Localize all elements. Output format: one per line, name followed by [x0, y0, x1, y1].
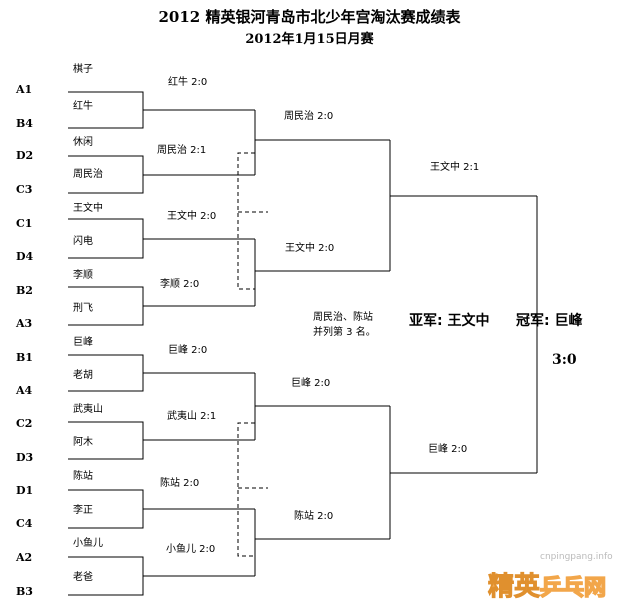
r2-bracket-3 — [254, 373, 390, 440]
player-name: 老爸 — [73, 572, 93, 583]
round1-result: 小鱼儿 2:0 — [166, 544, 216, 555]
champion: 冠军: 巨峰 — [516, 313, 583, 329]
player-name: 小鱼儿 — [73, 538, 103, 549]
round1-result: 红牛 2:0 — [168, 77, 208, 88]
r1-bracket-4 — [68, 286, 255, 326]
page-subtitle: 2012年1月15日月赛 — [245, 32, 374, 47]
round2-result: 巨峰 2:0 — [291, 378, 331, 389]
r1-bracket-2 — [68, 155, 255, 194]
third-place-note: 周民治、陈站 — [313, 312, 373, 323]
player-name: 陈站 — [73, 471, 93, 482]
seed-label: A3 — [16, 317, 33, 330]
r1-bracket-3 — [68, 218, 255, 259]
r1-bracket-8 — [68, 556, 255, 596]
r2-bracket-2 — [254, 239, 390, 306]
player-name: 老胡 — [73, 370, 93, 381]
round1-result: 周民治 2:1 — [157, 145, 207, 156]
semi-bracket-2 — [389, 406, 537, 539]
player-name: 巨峰 — [73, 337, 93, 348]
semi-result: 王文中 2:1 — [430, 162, 480, 173]
r2-bracket-1 — [254, 110, 390, 175]
player-name: 李正 — [73, 505, 93, 516]
runner-up: 亚军: 王文中 — [409, 313, 490, 329]
final-score: 3:0 — [552, 352, 577, 368]
r1-bracket-6 — [68, 421, 255, 460]
semi-result: 巨峰 2:0 — [428, 444, 468, 455]
round2-result: 陈站 2:0 — [294, 511, 334, 522]
r1-bracket-5 — [68, 354, 255, 392]
seed-label: A4 — [16, 384, 33, 397]
seed-label: A1 — [16, 83, 33, 96]
player-name: 棋子 — [73, 64, 93, 75]
page-title: 2012 精英银河青岛市北少年宫淘汰赛成绩表 — [158, 8, 461, 26]
watermark-sub: 乒乓网 — [539, 575, 607, 602]
seed-label: D3 — [16, 451, 34, 464]
r2-bracket-4 — [254, 509, 390, 576]
seed-label: D1 — [16, 484, 34, 497]
seed-label: B2 — [16, 284, 33, 297]
seed-label: C1 — [16, 217, 33, 230]
round1-result: 王文中 2:0 — [167, 211, 217, 222]
third-dash-top — [237, 152, 268, 290]
seed-label: A2 — [16, 551, 33, 564]
round1-result: 陈站 2:0 — [160, 478, 200, 489]
round1-result: 武夷山 2:1 — [167, 411, 217, 422]
watermark-brand: 精英 — [487, 572, 541, 603]
third-dash-bottom — [237, 422, 268, 557]
player-name: 闪电 — [73, 236, 93, 247]
player-name: 王文中 — [73, 203, 103, 214]
seed-label: B3 — [16, 585, 33, 598]
player-name: 阿木 — [73, 437, 93, 448]
round1-result: 巨峰 2:0 — [168, 345, 208, 356]
watermark-logo: 精英乒乓网 — [487, 566, 607, 603]
player-name: 红牛 — [73, 101, 93, 112]
seed-label: C3 — [16, 183, 33, 196]
player-name: 周民治 — [73, 169, 103, 180]
round2-result: 王文中 2:0 — [285, 243, 335, 254]
r1-bracket-1 — [68, 91, 255, 129]
watermark-site: cnpingpang.info — [540, 552, 613, 562]
player-name: 武夷山 — [73, 404, 103, 415]
seed-label: B1 — [16, 351, 33, 364]
seed-label: D4 — [16, 250, 34, 263]
third-place-note: 并列第 3 名。 — [313, 327, 376, 338]
seed-label: C2 — [16, 417, 33, 430]
round2-result: 周民治 2:0 — [284, 111, 334, 122]
round1-result: 李顺 2:0 — [160, 279, 200, 290]
r1-bracket-7 — [68, 489, 255, 529]
seed-label: C4 — [16, 517, 33, 530]
player-name: 李顺 — [73, 270, 93, 281]
seed-label: D2 — [16, 149, 34, 162]
semi-bracket-1 — [389, 140, 537, 271]
seed-label: B4 — [16, 117, 33, 130]
player-name: 休闲 — [73, 137, 93, 148]
player-name: 刑飞 — [73, 303, 93, 314]
